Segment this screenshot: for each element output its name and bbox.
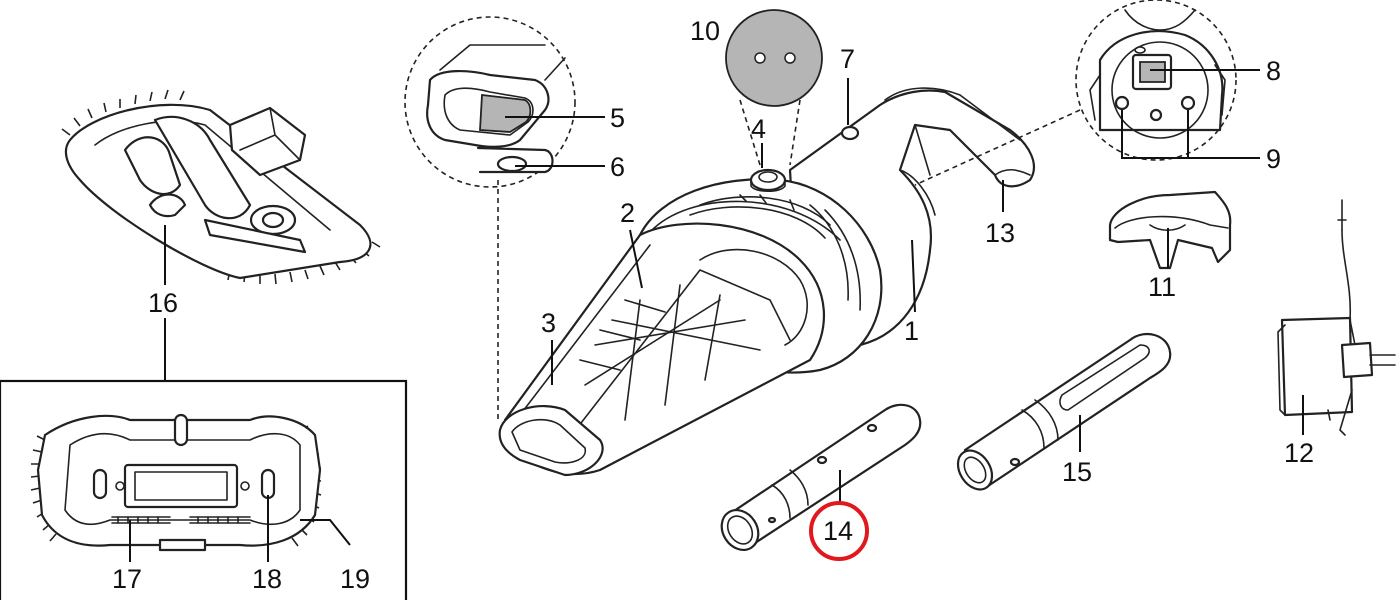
callout-10: 10 <box>690 16 720 46</box>
crevice-tool <box>720 403 922 551</box>
leader-lines <box>129 69 1304 562</box>
callout-1: 1 <box>904 316 919 346</box>
callout-11: 11 <box>1148 272 1176 302</box>
brush-attachment <box>61 89 381 285</box>
charging-contacts-detail <box>1089 9 1226 139</box>
callout-13: 13 <box>985 218 1015 248</box>
callout-2: 2 <box>620 198 635 228</box>
callout-5: 5 <box>610 103 625 133</box>
callout-7: 7 <box>840 44 855 74</box>
wall-bracket <box>1108 190 1232 270</box>
callout-4: 4 <box>751 114 766 144</box>
charger-adapter <box>1277 199 1396 436</box>
callout-labels: 1 2 3 4 5 6 7 8 9 10 11 12 13 14 15 16 1… <box>112 16 1314 594</box>
highlight-circle <box>809 501 869 561</box>
callout-18: 18 <box>252 564 282 594</box>
callout-9: 9 <box>1266 144 1281 174</box>
seal-disc <box>725 9 823 107</box>
callout-12: 12 <box>1284 438 1314 468</box>
callout-17: 17 <box>112 564 142 594</box>
latch-detail <box>426 44 566 174</box>
callout-8: 8 <box>1266 56 1281 86</box>
dashed-guides <box>404 0 1237 420</box>
filter-nozzle <box>498 222 826 477</box>
callout-6: 6 <box>610 152 625 182</box>
brush-underside-panel <box>0 379 408 600</box>
callout-3: 3 <box>541 308 556 338</box>
callout-14: 14 <box>823 516 853 546</box>
extension-tube <box>956 332 1172 491</box>
callout-16: 16 <box>148 288 178 318</box>
callout-19: 19 <box>340 564 370 594</box>
callout-15: 15 <box>1062 457 1092 487</box>
